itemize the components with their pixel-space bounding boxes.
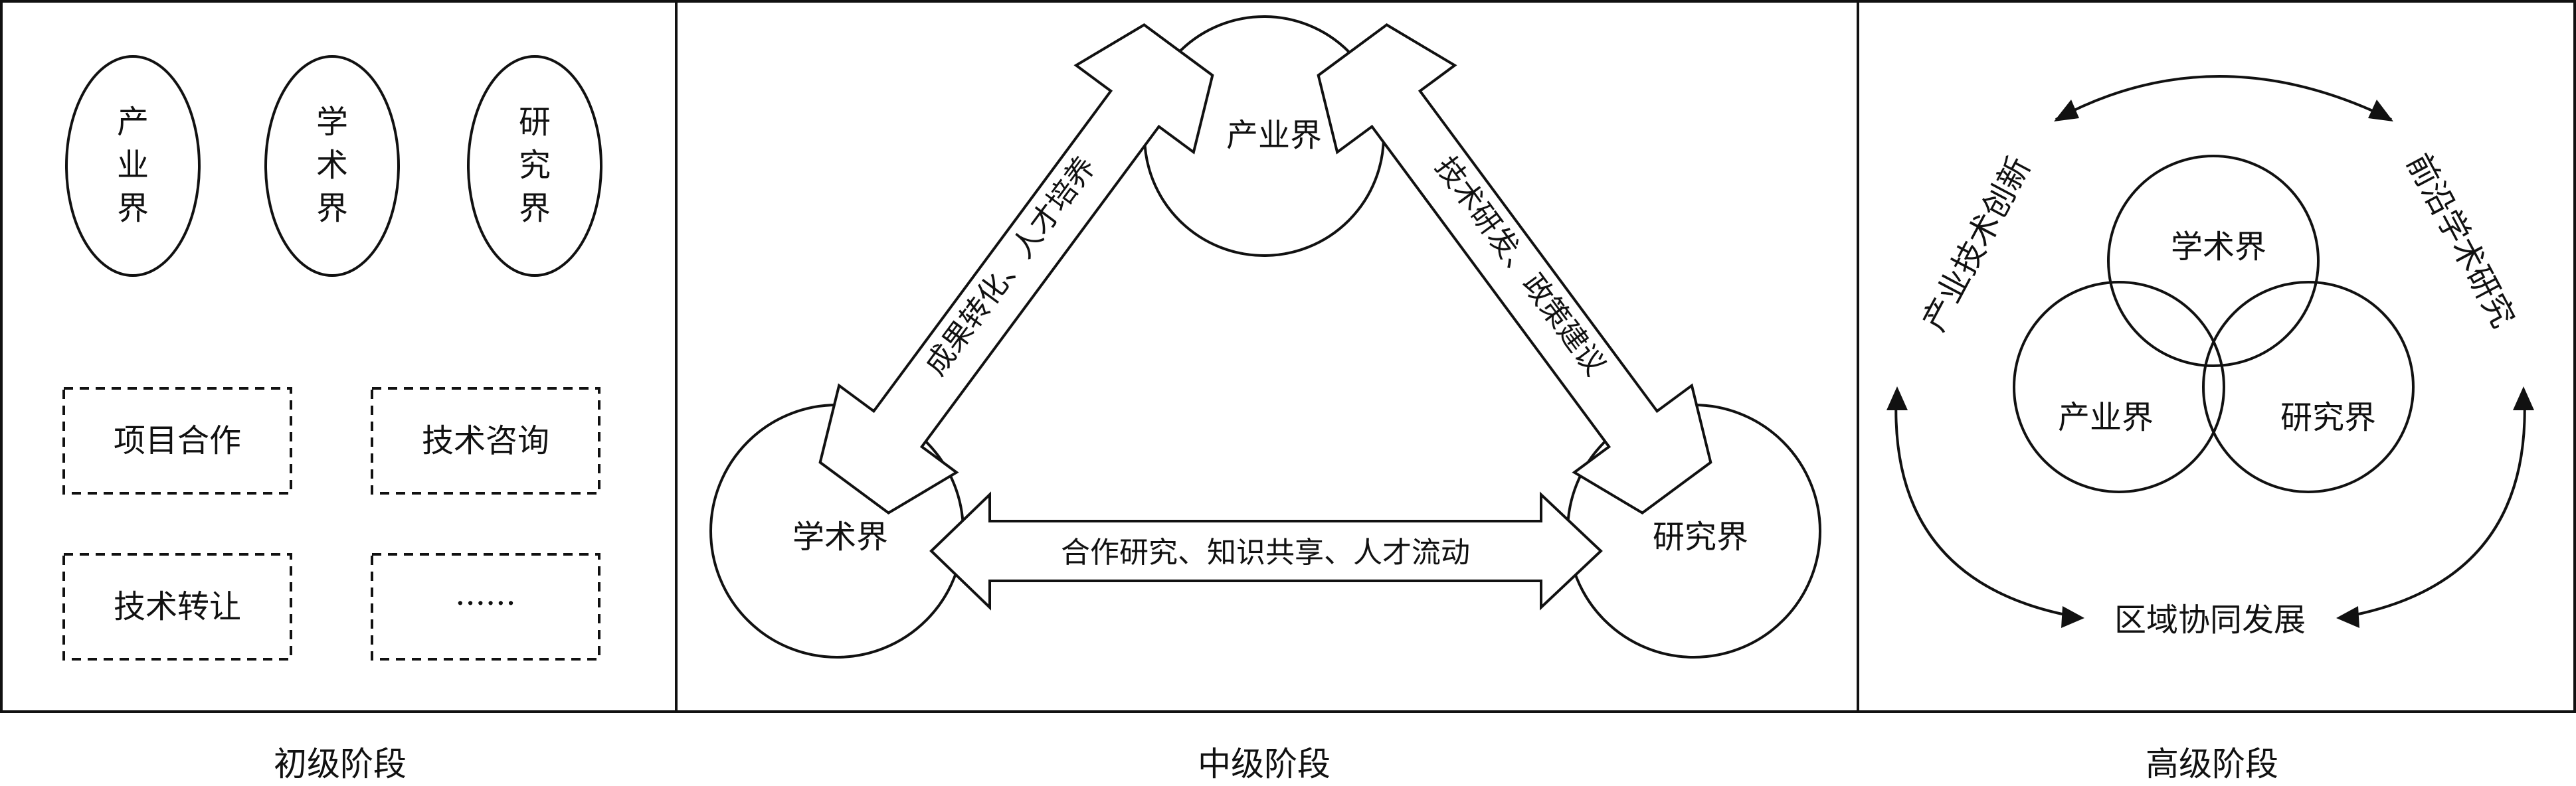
stage1-box-label-technology-transfer: 技术转让 xyxy=(114,588,241,625)
stage3-venn-circle-academia xyxy=(2107,155,2320,367)
stage3-arc-top-arrowhead-left xyxy=(2054,100,2079,121)
stage2-node-label-academia: 学术界 xyxy=(792,518,888,556)
stage3-arc-right-arrowhead-top xyxy=(2513,386,2534,410)
stage2-arrow-bottom-shape xyxy=(929,491,1603,611)
stage1-ellipse-label-industry-char: 界 xyxy=(117,190,149,227)
stage2-arrow-left-shape xyxy=(818,23,1214,515)
stage2-arrow-label-left: 成果转化、人才培养 xyxy=(919,151,1103,382)
stage3-arc-left-arrowhead-bottom xyxy=(2061,606,2084,628)
stage2-arrow-right-shape xyxy=(1317,23,1712,515)
stage1-ellipse-label-academia: 学 术 界 xyxy=(316,104,348,227)
stage3-venn-circle-industry xyxy=(2013,281,2225,493)
stage3-arc-left xyxy=(1894,391,2080,619)
stage1-box-ellipsis xyxy=(371,553,600,661)
stage1-box-label-ellipsis: ······ xyxy=(455,585,516,622)
stage3-venn-circle-research xyxy=(2202,281,2415,493)
stage3-arc-top xyxy=(2055,75,2392,121)
stage3-arc-label-left: 产业技术创新 xyxy=(1916,151,2039,337)
stage1-ellipse-industry xyxy=(65,55,201,277)
stage1-ellipse-label-research-char: 研 xyxy=(519,104,551,141)
stage1-box-label-technical-consulting: 技术咨询 xyxy=(422,422,549,459)
stage3-arc-left-arrowhead-top xyxy=(1886,386,1908,410)
stage1-ellipse-label-research: 研 究 界 xyxy=(519,104,551,227)
stage1-ellipse-label-industry-char: 业 xyxy=(117,147,149,184)
stage1-ellipse-label-research-char: 界 xyxy=(519,190,551,227)
stage1-ellipse-label-academia-char: 学 xyxy=(316,104,348,141)
stage1-caption: 初级阶段 xyxy=(274,745,407,783)
stage3-venn-label-industry: 产业界 xyxy=(2058,399,2154,436)
stage1-ellipse-label-research-char: 究 xyxy=(519,147,551,184)
stage1-ellipse-label-academia-char: 术 xyxy=(316,147,348,184)
stage1-ellipse-research xyxy=(467,55,602,277)
stage1-box-project-cooperation xyxy=(62,387,292,495)
stage1-ellipse-academia xyxy=(264,55,400,277)
stage3-arc-right xyxy=(2341,391,2526,619)
stage3-arc-label-bottom: 区域协同发展 xyxy=(2114,601,2306,639)
stage1-ellipse-label-industry: 产 业 界 xyxy=(117,104,149,227)
stage3-venn-label-academia: 学术界 xyxy=(2171,228,2266,266)
stage-2-panel: 产业界 学术界 研究界 成果转化、人才培养 技术研发、政策建议 合作研究、知识共… xyxy=(709,15,1821,659)
stage2-node-label-industry: 产业界 xyxy=(1226,117,1322,154)
stage1-box-technology-transfer xyxy=(62,553,292,661)
stage2-arrow-label-right: 技术研发、政策建议 xyxy=(1429,151,1613,382)
stage2-node-label-research: 研究界 xyxy=(1653,518,1748,556)
stage3-caption: 高级阶段 xyxy=(2146,745,2278,783)
stage1-ellipse-label-academia-char: 界 xyxy=(316,190,348,227)
stage2-caption: 中级阶段 xyxy=(1198,745,1331,783)
stage3-arc-top-arrowhead-right xyxy=(2368,100,2393,121)
stage3-arc-right-arrowhead-bottom xyxy=(2336,606,2359,628)
stage-1-panel: 产 业 界 学 术 界 研 究 界 项目合作 技术咨询 技术转让 ······ xyxy=(62,55,602,661)
stage-3-panel: 学术界 产业界 研究界 产业技术创新 前沿学术研究 区域协同发展 xyxy=(1886,75,2534,639)
stage1-box-technical-consulting xyxy=(371,387,600,495)
stage2-arrow-right xyxy=(1317,23,1712,515)
stage1-box-label-project-cooperation: 项目合作 xyxy=(114,422,241,459)
stage2-arrow-label-bottom: 合作研究、知识共享、人才流动 xyxy=(1061,536,1470,570)
diagram-frame xyxy=(0,0,2576,713)
stage3-venn-label-research: 研究界 xyxy=(2280,399,2376,436)
stage3-arc-label-right: 前沿学术研究 xyxy=(2399,147,2522,334)
stage2-arrow-left xyxy=(818,23,1214,515)
stage1-ellipse-label-industry-char: 产 xyxy=(117,104,149,141)
